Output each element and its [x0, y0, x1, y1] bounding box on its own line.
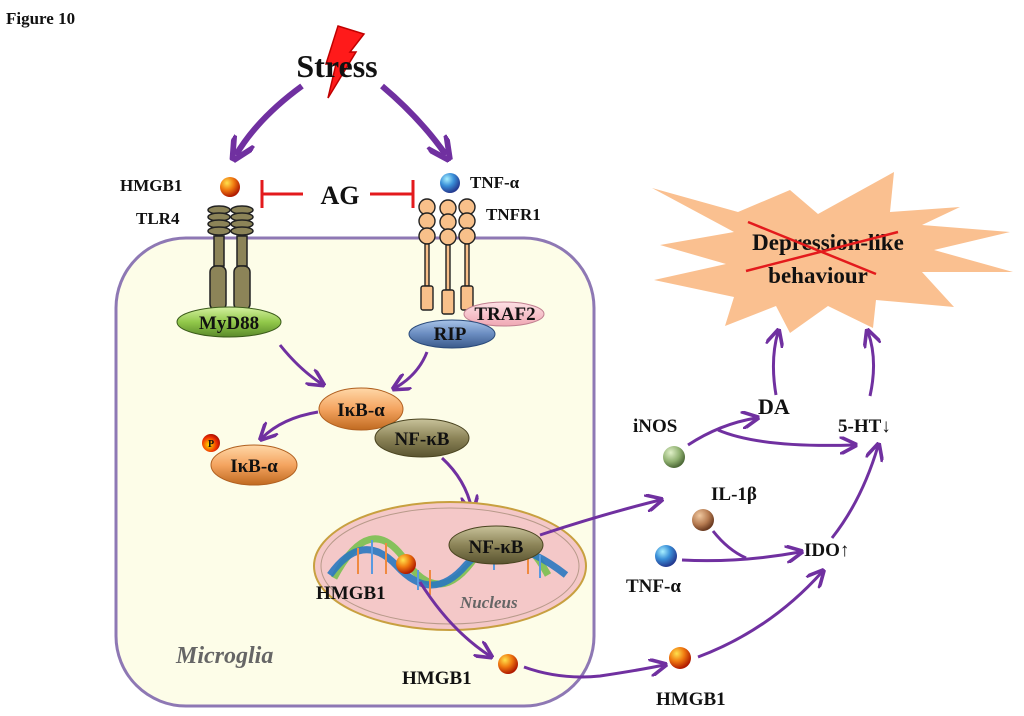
- tnfa-ligand-sphere: [440, 173, 460, 193]
- hmgb1-to-ido-arrow: [697, 572, 822, 659]
- tnfa-sphere: [655, 545, 677, 567]
- il1b-to-ido-arrow: [711, 530, 747, 560]
- stress-label: Stress: [296, 48, 377, 84]
- da-to-behaviour-arrow: [773, 332, 778, 396]
- tnfr1-receptor: [418, 198, 476, 315]
- nfkb-cytoplasm-label: NF-κB: [395, 429, 450, 450]
- ag-inhibit-right: [370, 180, 415, 208]
- hmgb1-extracellular-arrow: [523, 665, 664, 679]
- inos-to-5ht-arrow: [717, 428, 854, 445]
- hmgb1-ligand-sphere: [220, 177, 240, 197]
- hmgb1-release-arrow: [418, 581, 490, 656]
- hmgb1-extracellular-label: HMGB1: [656, 689, 726, 710]
- nfkb-cytoplasm-node: [374, 418, 470, 458]
- depression-burst: [652, 172, 1013, 333]
- tlr4-label: TLR4: [136, 209, 180, 228]
- il1b-label: IL-1β: [711, 484, 757, 505]
- ag-inhibit-left: [260, 180, 303, 208]
- ag-label: AG: [321, 181, 360, 210]
- traf2-node: [463, 301, 545, 327]
- tnfa-ligand-label: TNF-α: [470, 173, 520, 192]
- 5ht-to-behaviour-arrow: [868, 332, 874, 397]
- 5ht-label: 5-HT↓: [838, 416, 891, 437]
- lightning-icon: [324, 25, 366, 99]
- rip-label: RIP: [434, 324, 467, 345]
- inos-to-da-arrow: [687, 418, 756, 447]
- phospho-ikb-node: [210, 444, 298, 486]
- hmgb1-released-label: HMGB1: [402, 668, 472, 689]
- ikb-phosphorylation-arrow: [262, 410, 319, 438]
- phosphate-label: P: [208, 439, 214, 450]
- figure-label: Figure 10: [6, 9, 75, 28]
- hmgb1-nuclear-sphere: [396, 554, 416, 574]
- nucleus-label: Nucleus: [459, 593, 518, 612]
- da-label: DA: [758, 394, 790, 419]
- stress-to-hmgb1-arrow: [236, 83, 304, 155]
- stress-to-tnfa-arrow: [380, 83, 446, 155]
- myd88-label: MyD88: [199, 313, 259, 334]
- ikb-node: [318, 387, 404, 431]
- phosphate-icon: [202, 434, 220, 452]
- ido-to-5ht-arrow: [830, 446, 878, 539]
- inos-label: iNOS: [633, 416, 677, 437]
- nfkb-nucleus-node: [448, 525, 544, 565]
- rip-node: [408, 319, 496, 349]
- rip-to-ikb-arrow: [395, 351, 429, 388]
- cross-out-icon: [745, 220, 899, 276]
- myd88-node: [176, 306, 282, 338]
- tnfa-to-ido-arrow: [681, 552, 800, 561]
- nfkb-to-mediators-arrow: [539, 500, 660, 537]
- myd88-to-ikb-arrow: [278, 344, 322, 384]
- depression-label-line2: behaviour: [768, 263, 868, 288]
- phospho-ikb-label: IκB-α: [230, 456, 278, 477]
- microglia-label: Microglia: [175, 643, 273, 669]
- nfkb-nucleus-label: NF-κB: [469, 537, 524, 558]
- ido-label: IDO↑: [804, 540, 849, 561]
- tlr4-receptor: [207, 205, 254, 311]
- il1b-sphere: [692, 509, 714, 531]
- tnfr1-label: TNFR1: [486, 205, 541, 224]
- hmgb1-ligand-label: HMGB1: [120, 176, 182, 195]
- hmgb1-extracellular-sphere: [669, 647, 691, 669]
- inos-sphere: [663, 446, 685, 468]
- hmgb1-released-sphere: [498, 654, 518, 674]
- tnfa-mediator-label: TNF-α: [626, 576, 681, 597]
- traf2-label: TRAF2: [474, 304, 535, 325]
- ikb-label: IκB-α: [337, 400, 385, 421]
- hmgb1-nuclear-label: HMGB1: [316, 583, 386, 604]
